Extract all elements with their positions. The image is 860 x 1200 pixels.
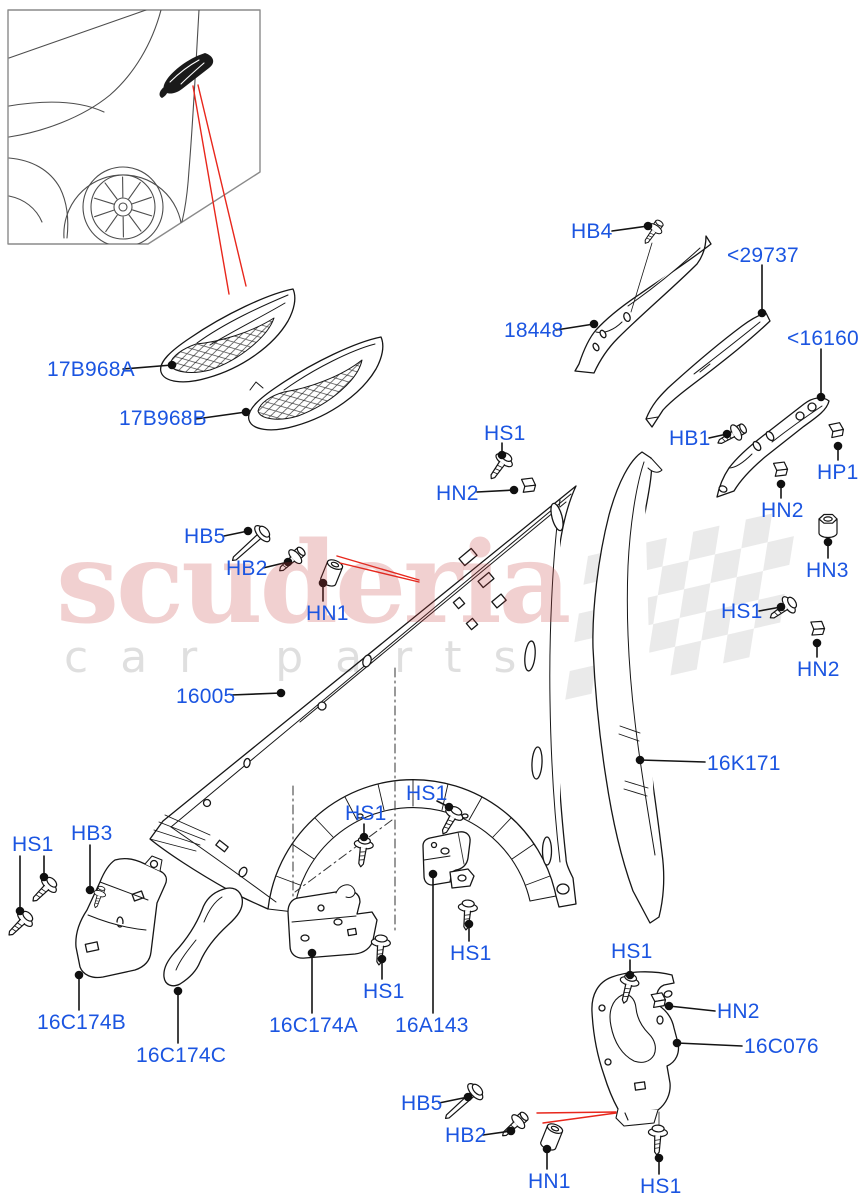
bolt-HB2 [496,1107,533,1143]
part-label-hb5-12: HB5 [184,525,226,548]
part-vent-17B968A [159,288,296,383]
part-label-hb4-2: HB4 [571,220,613,243]
part-label-hs1-17: HS1 [721,600,763,623]
part-label-hn2-30: HN2 [717,1000,760,1023]
part-label-hs1-10: HS1 [484,422,526,445]
part-label-hn2-11: HN2 [436,482,479,505]
part-label-hs1-28: HS1 [363,980,405,1003]
part-label-hs1-19: HS1 [12,833,54,856]
highlight-lines [192,84,617,1124]
part-label-hb3-20: HB3 [71,822,113,845]
part-label-16c174b-21: 16C174B [37,1011,126,1034]
part-label-16005-15: 16005 [176,685,236,708]
part-label-hn2-8: HN2 [761,499,804,522]
part-label-hn1-35: HN1 [528,1170,571,1193]
part-label-hb2-13: HB2 [226,557,268,580]
part-label-17b968a-0: 17B968A [47,358,135,381]
inset-thumbnail [7,9,261,245]
part-bracket-16C174A [287,884,378,959]
part-label-18448-3: 18448 [504,319,564,342]
part-label-16c076-31: 16C076 [744,1035,819,1058]
part-strake-29737 [645,312,771,428]
part-strake-18448 [574,235,712,374]
part-label-16k171-16: 16K171 [707,752,781,775]
wheel-spokes [93,176,153,238]
part-label-hs1-27: HS1 [450,942,492,965]
part-label-17b968b-1: 17B968B [119,407,207,430]
screw-HB4 [638,216,668,248]
part-label-hs1-25: HS1 [345,802,387,825]
part-label-hb5-33: HB5 [401,1092,443,1115]
part-label-hn3-9: HN3 [806,559,849,582]
part-label-hs1-32: HS1 [640,1175,682,1198]
clip-HP1 [826,420,846,440]
part-label-16160-5: <16160 [787,327,859,350]
nut-HN3 [818,513,838,539]
part-fender-16005 [149,485,577,913]
part-label-hb1-6: HB1 [669,427,711,450]
part-label-29737-4: <29737 [727,244,799,267]
part-bracket-16C076 [591,971,680,1127]
part-bracket-16C174C [163,887,244,987]
part-label-hp1-7: HP1 [817,461,859,484]
bolt-HB5 [438,1079,488,1127]
part-label-hs1-26: HS1 [406,782,448,805]
part-apron-16K171 [592,451,665,924]
part-label-16c174c-22: 16C174C [136,1044,227,1067]
screw-HS1 [646,1124,669,1157]
clip-HN2 [806,617,827,639]
clip-HN2 [769,458,790,480]
fender-vent-highlight [163,53,214,94]
clip-HN2 [517,474,538,496]
part-bracket-16160 [716,397,830,498]
leader-lines [15,221,843,1175]
part-label-16a143-24: 16A143 [395,1014,469,1037]
part-bracket-16A143 [422,831,475,889]
part-label-16c174a-23: 16C174A [269,1014,358,1037]
part-label-hs1-29: HS1 [611,940,653,963]
part-label-hb2-34: HB2 [445,1124,487,1147]
part-label-hn1-14: HN1 [306,602,349,625]
part-label-hn2-18: HN2 [797,658,840,681]
construction-lines [292,667,660,1129]
part-vent-17B968B [247,336,384,431]
